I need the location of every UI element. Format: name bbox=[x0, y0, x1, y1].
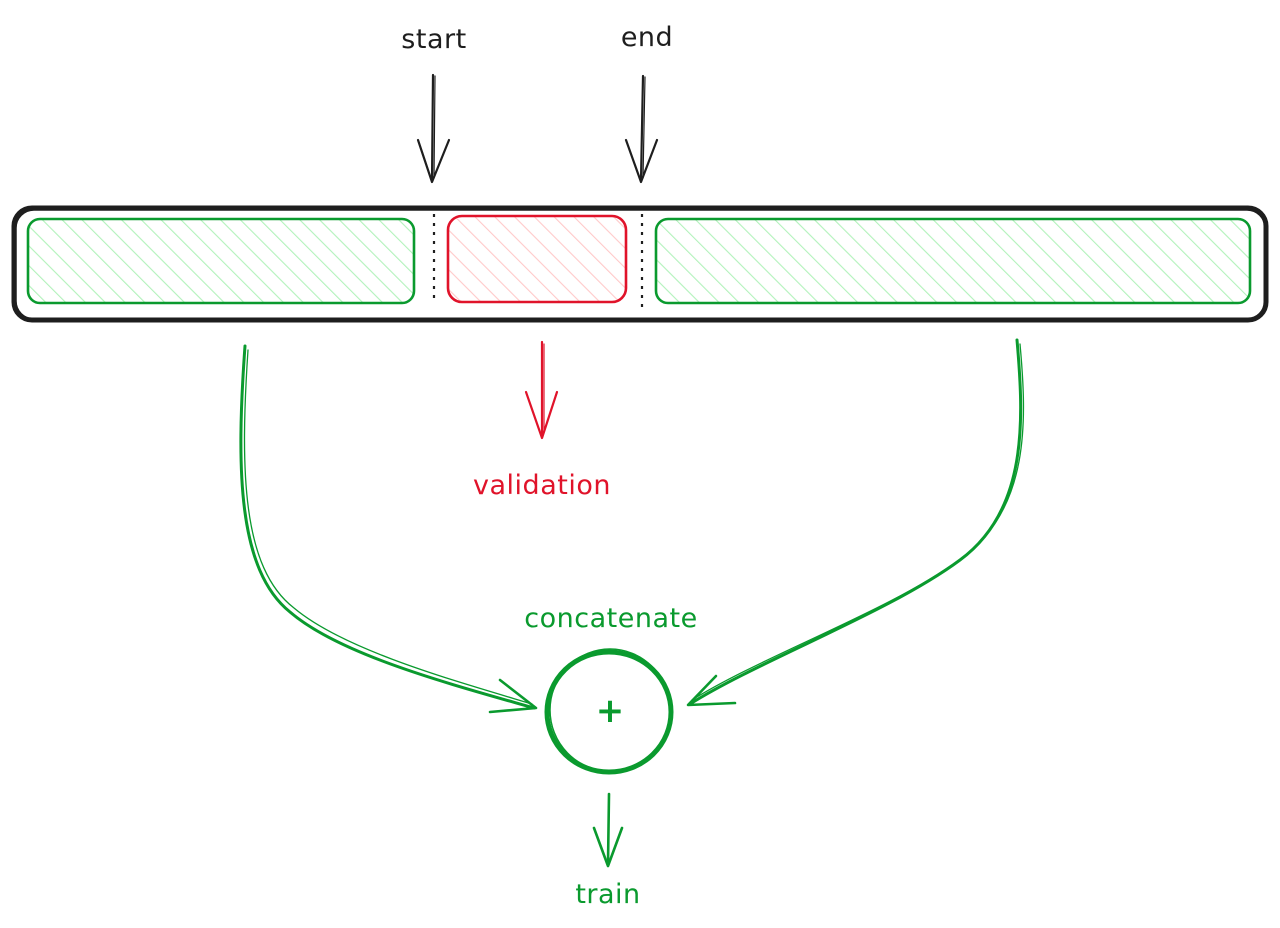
validation-segment bbox=[446, 214, 628, 304]
dataset-bar bbox=[11, 205, 1269, 323]
validation-arrow bbox=[524, 340, 559, 440]
concatenate-label: concatenate bbox=[524, 603, 697, 634]
train-arrow bbox=[592, 792, 624, 868]
start-label: start bbox=[401, 24, 466, 55]
left-train-arrow bbox=[239, 344, 538, 714]
end-label: end bbox=[621, 22, 673, 53]
plus-icon: + bbox=[596, 691, 625, 731]
right-train-arrow bbox=[686, 338, 1025, 707]
train-segment-left bbox=[26, 217, 416, 305]
start-arrow bbox=[416, 73, 451, 184]
train-label: train bbox=[575, 879, 640, 910]
train-segment-right bbox=[654, 217, 1252, 305]
validation-label: validation bbox=[473, 470, 611, 501]
end-arrow bbox=[624, 74, 659, 184]
concatenate-node bbox=[544, 648, 674, 775]
